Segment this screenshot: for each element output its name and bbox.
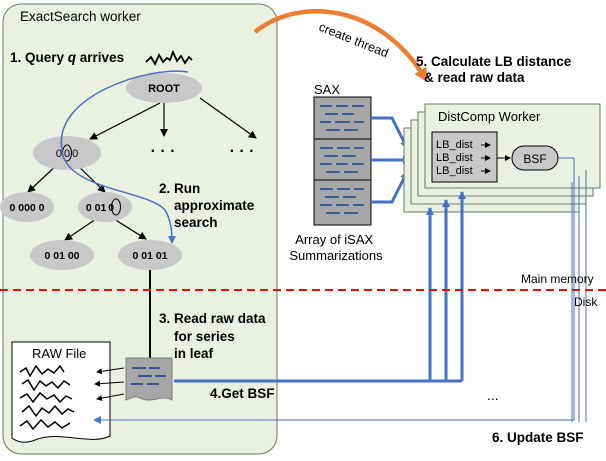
sax-array [313,96,372,226]
create-thread-arrow [253,9,428,83]
tree-ellipsis-1: · · · [151,143,176,160]
bsf-label: BSF [523,152,546,166]
tree-node-0000-label: 0 000 0 [9,202,44,214]
raw-series-lines [19,364,75,431]
step5-label: 5. Calculate LB distance & read raw data [416,54,575,85]
tree-node-01000-label: 0 01 00 [44,250,79,262]
lb-dist-1: LB_dist [436,139,473,151]
worker-title: ExactSearch worker [20,9,141,24]
tree-node-000 [33,136,101,170]
lb-dist-2: LB_dist [436,152,473,164]
main-memory-label: Main memory [521,272,594,286]
tree-ellipsis-2: · · · [230,143,255,160]
create-thread-label: create thread [317,20,391,61]
workers-ellipsis: ... [487,387,499,403]
tree-node-01000 [30,240,94,270]
tree-root-label: ROOT [148,83,180,95]
tree-node-01001-label: 0 01 01 [132,250,167,262]
sax-caption: Array of iSAX Summarizations [289,232,383,263]
query-series-icon [145,49,193,66]
tree-node-0000 [0,192,54,222]
lb-dist-3: LB_dist [436,165,473,177]
disk-label: Disk [574,295,598,309]
step2-label: 2. Run approximate search [159,181,258,230]
step6-label: 6. Update BSF [492,430,584,445]
approximate-search-path [60,70,189,244]
step1-label: 1. Query q arrives [10,50,124,65]
raw-file-label: RAW File [32,346,86,361]
step4-label: 4.Get BSF [210,386,275,401]
leaf-series-document [125,357,173,401]
tree-node-010 [78,192,132,222]
tree-node-010-split-mark [111,198,121,216]
step3-label: 3. Read raw data for series in leaf [159,311,269,361]
distcomp-worker-title: DistComp Worker [438,109,541,124]
tree-node-01001 [118,240,182,270]
sax-label: SAX [314,82,340,97]
tree-root-node [126,73,202,103]
